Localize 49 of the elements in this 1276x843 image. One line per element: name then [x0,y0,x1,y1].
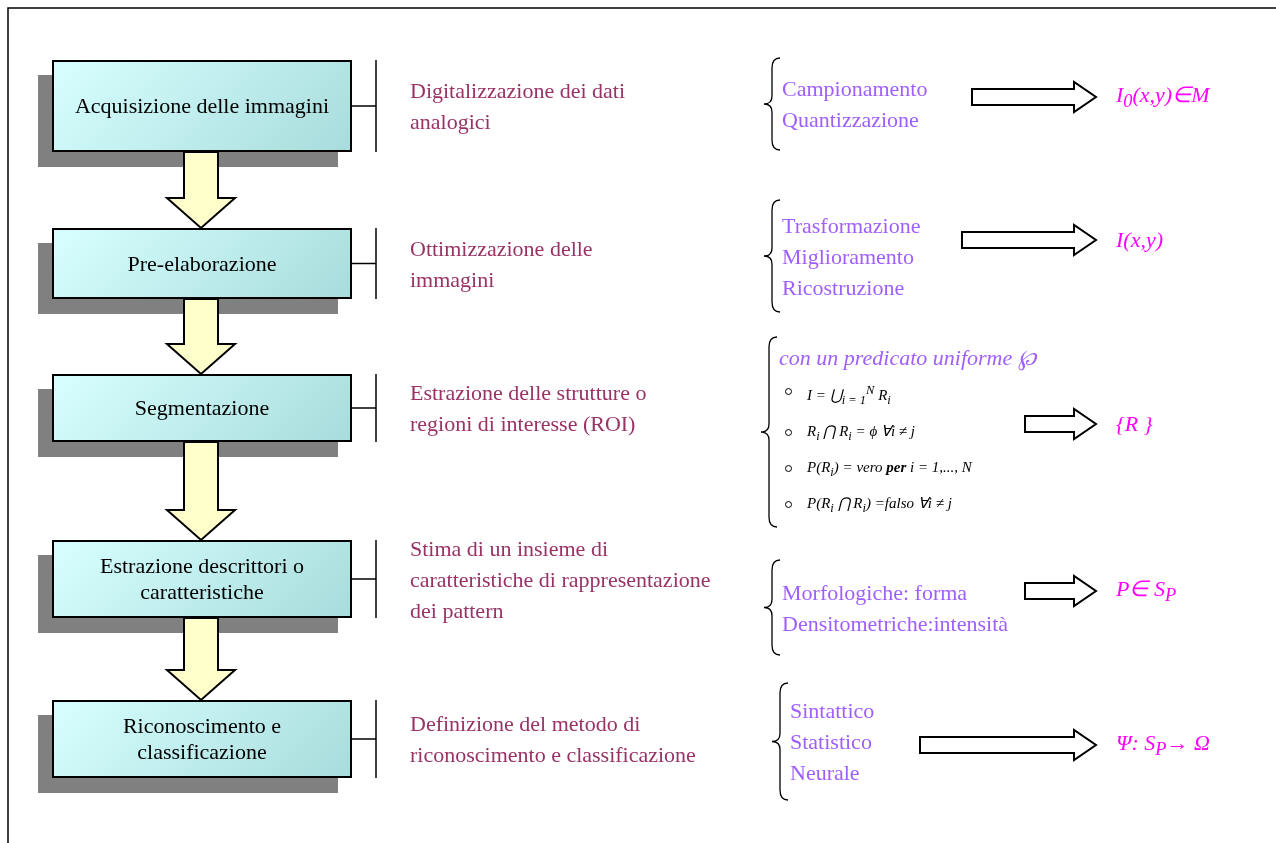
formula-item: P(R$_{i}$ ⋂ R$_{i}$) =falso ∀i ≠ j [779,487,1035,524]
condition-text: con un predicato uniforme ℘ [779,343,1035,373]
process-box [52,700,352,778]
result-formula: I$_{0}$(x,y)∈M [1116,81,1210,113]
block-arrow [961,223,1098,257]
block-arrow [164,151,238,230]
step-description: Ottimizzazione delle immagini [410,234,594,294]
step-title: Riconoscimento e classificazione [121,713,283,765]
block-arrow [164,441,238,542]
list-item: Quantizzazione [782,106,920,134]
block-arrow [164,617,238,702]
step-title: Estrazione descrittori o caratteristiche [98,553,305,605]
list-item: Statistico [790,728,873,756]
list-item: Trasformazione [782,211,922,240]
step-title: Acquisizione delle immagini [74,93,330,119]
step-title: Pre-elaborazione [127,250,277,277]
block-arrow [164,298,238,376]
process-box [52,60,352,152]
process-box [52,228,352,299]
bracket-connector [351,373,377,443]
result-formula: P∈ S$_{P}$ [1116,575,1177,607]
list-item: Miglioramento [782,242,915,271]
result-formula: Ψ: S$_{P}$→ Ω [1116,729,1210,761]
bracket-connector [351,539,377,619]
bracket-connector [351,59,377,153]
list-item: Sintattico [790,697,876,725]
process-box [52,374,352,442]
bracket-connector [351,227,377,300]
formula-item: R$_{i}$ ⋂ R$_{i}$ = ϕ ∀i ≠ j [779,415,1035,452]
formula-item: P(R$_{i}$) = vero per i = 1,..., N [779,451,1035,488]
process-box [52,540,352,618]
step-description: Definizione del metodo di riconoscimento e classificazione [410,710,697,769]
step-description: Estrazione delle strutture o regioni di interesse (ROI) [410,379,648,438]
list-item: Densitometriche:intensità [782,609,1010,638]
block-arrow [971,80,1098,114]
block-arrow [1024,407,1098,441]
step-description: Stima di un insieme di caratteristiche di rappresentazione dei pattern [410,534,712,625]
list-item: Ricostruzione [782,273,906,302]
step-title: Segmentazione [134,395,270,421]
block-arrow [919,728,1098,762]
step-description: Digitalizzazione dei dati analogici [410,77,626,136]
bracket-connector [351,699,377,779]
list-item: Morfologiche: forma [782,578,969,607]
result-formula: {R } [1116,411,1153,437]
formula-item: I = ⋃$_{i = 1}$$^{N}$ R$_{i}$ [779,374,1035,416]
list-item: Neurale [790,759,861,787]
block-arrow [1024,574,1098,608]
result-formula: I(x,y) [1116,227,1163,253]
list-item: Campionamento [782,75,929,103]
